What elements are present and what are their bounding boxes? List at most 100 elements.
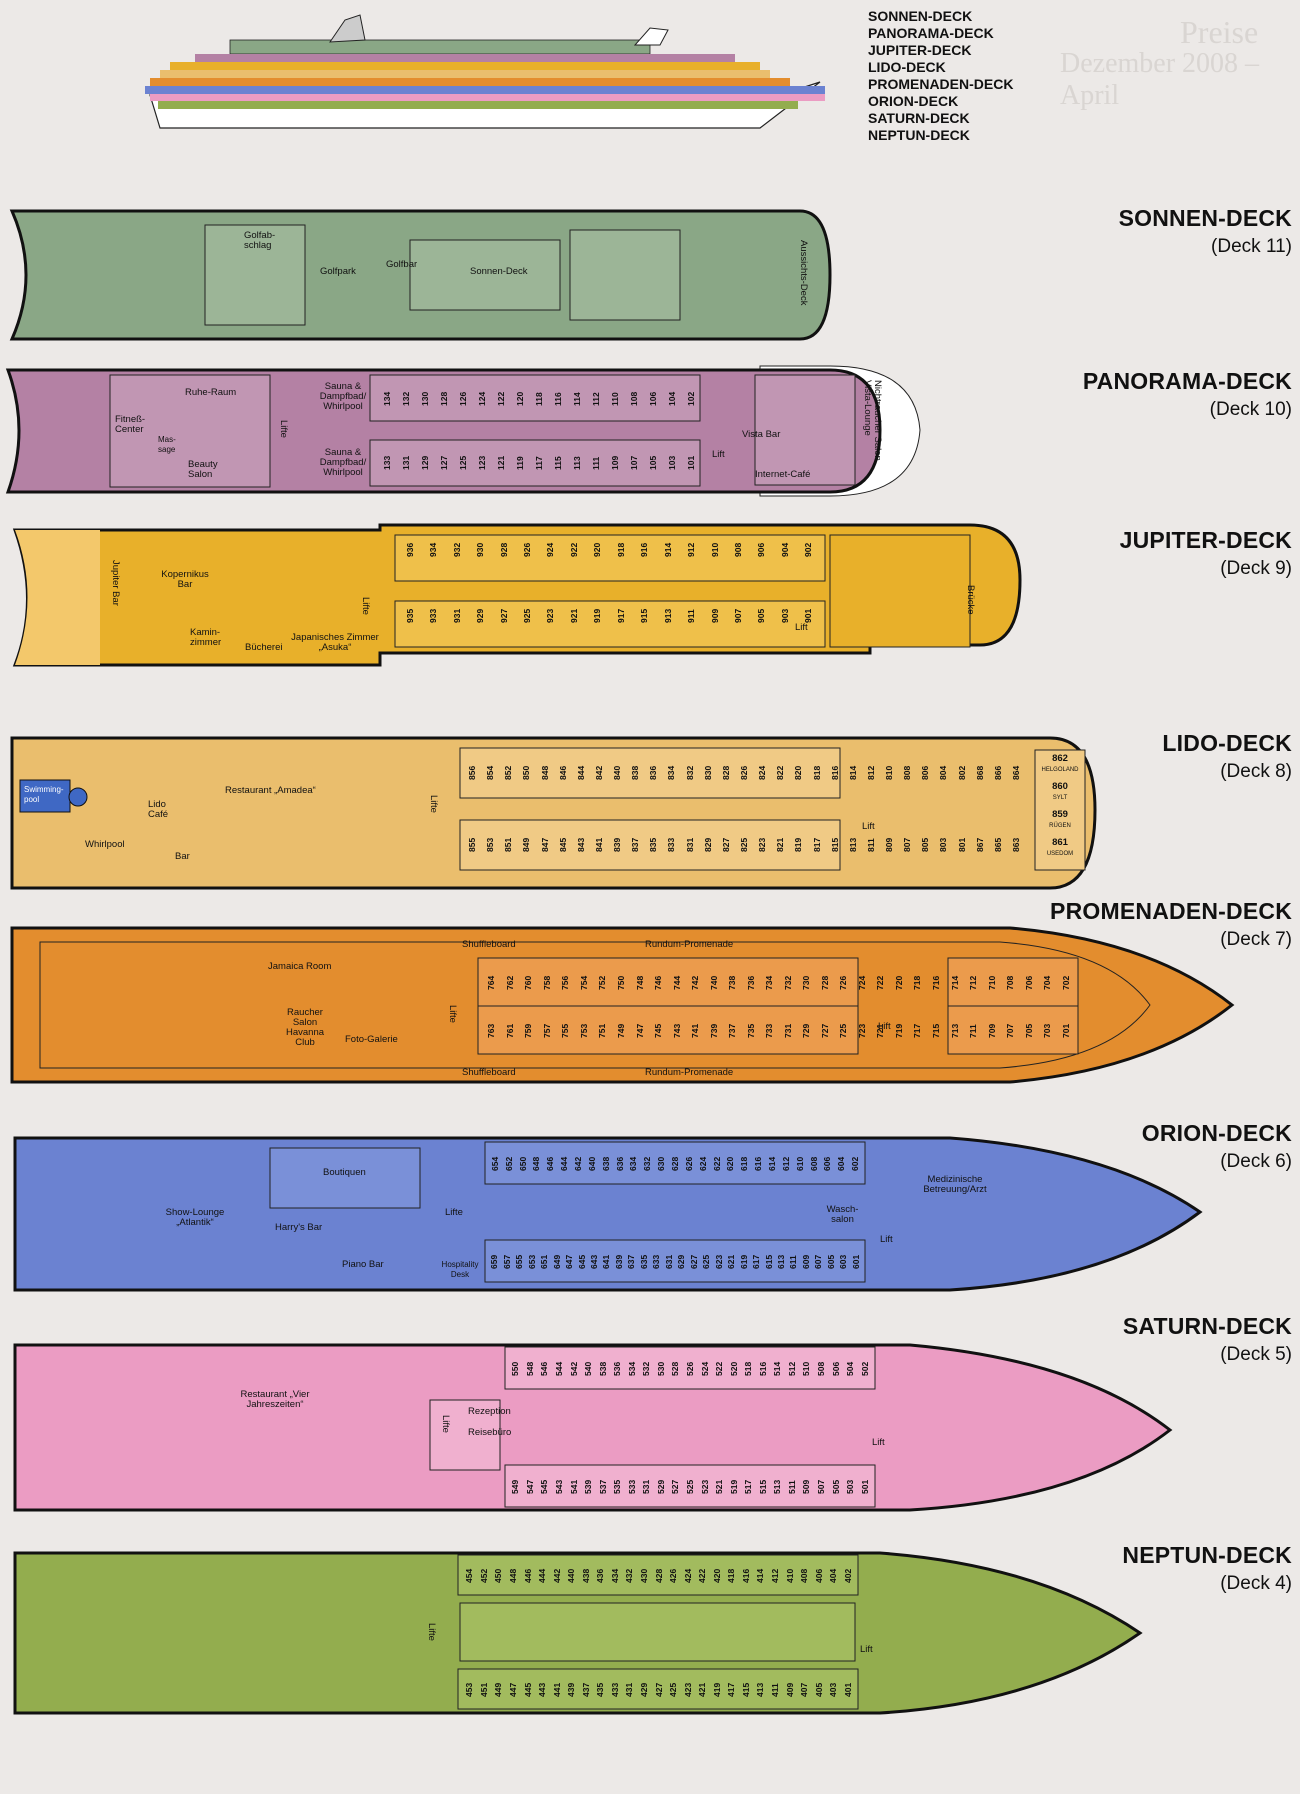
ship-side-profile: [145, 14, 825, 129]
cabin-515: 515: [757, 1479, 768, 1495]
label-reisebuero: Reisebüro: [468, 1427, 512, 1438]
cabin-657: 657: [501, 1254, 512, 1270]
label-lifte: Lifte: [447, 1005, 458, 1023]
cabin-705: 705: [1023, 1023, 1034, 1039]
cabin-748: 748: [634, 975, 645, 991]
cabin-536: 536: [612, 1361, 623, 1377]
cabin-816: 816: [829, 765, 840, 781]
cabin-817: 817: [811, 837, 822, 853]
cabin-110: 110: [609, 392, 620, 406]
cabin-612: 612: [780, 1156, 791, 1172]
cabin-717: 717: [912, 1023, 923, 1039]
cabin-901: 901: [803, 608, 814, 624]
cabin-501: 501: [859, 1479, 870, 1495]
cabin-908: 908: [732, 542, 743, 558]
cabin-620: 620: [725, 1156, 736, 1172]
cabin-401: 401: [842, 1682, 853, 1698]
label-lift: Lift: [862, 821, 875, 832]
cabin-706: 706: [1023, 975, 1034, 991]
cabin-509: 509: [801, 1479, 812, 1495]
cabin-430: 430: [638, 1568, 649, 1584]
cabin-756: 756: [560, 975, 571, 991]
cabin-731: 731: [782, 1023, 793, 1039]
cabin-925: 925: [521, 608, 532, 624]
cabin-736: 736: [745, 975, 756, 991]
cabin-425: 425: [668, 1682, 679, 1698]
label-medizinische-betreuung: Medizinische Betreuung/Arzt: [923, 1174, 987, 1195]
cabin-603: 603: [838, 1254, 849, 1270]
deck-panorama-title: PANORAMA-DECK (Deck 10): [1082, 368, 1292, 420]
cabin-920: 920: [592, 542, 603, 558]
cabin-922: 922: [568, 542, 579, 558]
cabin-746: 746: [653, 975, 664, 991]
cabin-855: 855: [467, 837, 478, 853]
cabin-618: 618: [739, 1156, 750, 1172]
deck-orion-outline: [13, 1136, 1203, 1292]
suite-name-862: HELGOLAND: [1041, 767, 1079, 773]
cabin-535: 535: [612, 1479, 623, 1495]
cabin-413: 413: [755, 1682, 766, 1698]
cabin-125: 125: [458, 455, 469, 471]
cabin-801: 801: [956, 837, 967, 853]
cabin-121: 121: [496, 455, 507, 471]
label-golfbar: Golfbar: [386, 259, 418, 270]
cabin-739: 739: [708, 1023, 719, 1039]
cabin-627: 627: [688, 1254, 699, 1270]
cabin-447: 447: [507, 1682, 518, 1698]
cabin-729: 729: [801, 1023, 812, 1039]
cabin-863: 863: [1010, 837, 1021, 853]
cabin-436: 436: [595, 1568, 606, 1584]
cabin-613: 613: [775, 1254, 786, 1270]
cabin-744: 744: [671, 975, 682, 991]
cabin-651: 651: [539, 1254, 550, 1270]
cabin-655: 655: [514, 1254, 525, 1270]
cabin-104: 104: [666, 391, 677, 407]
cabin-830: 830: [702, 765, 713, 781]
label-shuffleboard-top: Shuffleboard: [462, 939, 516, 950]
cabin-621: 621: [726, 1254, 737, 1270]
cabin-516: 516: [757, 1361, 768, 1377]
suite-860: 860: [1052, 781, 1068, 792]
cabin-642: 642: [573, 1156, 584, 1172]
label-restaurant-amadea: Restaurant „Amadea“: [225, 785, 316, 796]
cabin-709: 709: [986, 1023, 997, 1039]
cabin-911: 911: [686, 609, 697, 623]
cabin-120: 120: [515, 391, 526, 407]
cabin-836: 836: [648, 765, 659, 781]
cabin-623: 623: [713, 1254, 724, 1270]
cabin-738: 738: [727, 975, 738, 991]
cabin-639: 639: [613, 1254, 624, 1270]
cabin-102: 102: [685, 391, 696, 407]
cabin-605: 605: [825, 1254, 836, 1270]
label-internet-cafe: Internet-Café: [755, 469, 811, 480]
cabin-934: 934: [428, 542, 439, 558]
cabin-115: 115: [552, 456, 563, 470]
cabin-835: 835: [648, 837, 659, 853]
legend-neptun-deck: NEPTUN-DECK: [868, 127, 970, 143]
cabin-806: 806: [920, 765, 931, 781]
cabin-534: 534: [626, 1361, 637, 1377]
cabin-607: 607: [813, 1254, 824, 1270]
cabin-913: 913: [662, 608, 673, 624]
cabin-905: 905: [756, 608, 767, 624]
cabin-752: 752: [597, 975, 608, 991]
legend-orion-deck: ORION-DECK: [868, 93, 959, 109]
cabin-421: 421: [697, 1682, 708, 1698]
cabin-637: 637: [626, 1254, 637, 1270]
cabin-812: 812: [865, 765, 876, 781]
label-lift: Lift: [860, 1644, 873, 1655]
cabin-446: 446: [522, 1568, 533, 1584]
label-rundum-promenade-top: Rundum-Promenade: [645, 939, 734, 950]
cabin-737: 737: [727, 1023, 738, 1039]
label-swimmingpool: Swimming-pool: [24, 785, 64, 804]
cabin-730: 730: [801, 975, 812, 991]
cabin-503: 503: [845, 1479, 856, 1495]
cabin-429: 429: [638, 1682, 649, 1698]
cabin-649: 649: [551, 1254, 562, 1270]
cabin-821: 821: [775, 837, 786, 853]
cabin-833: 833: [666, 837, 677, 853]
cabin-850: 850: [521, 765, 532, 781]
cabin-722: 722: [875, 975, 886, 991]
cabin-531: 531: [641, 1479, 652, 1495]
cabin-548: 548: [524, 1361, 535, 1377]
